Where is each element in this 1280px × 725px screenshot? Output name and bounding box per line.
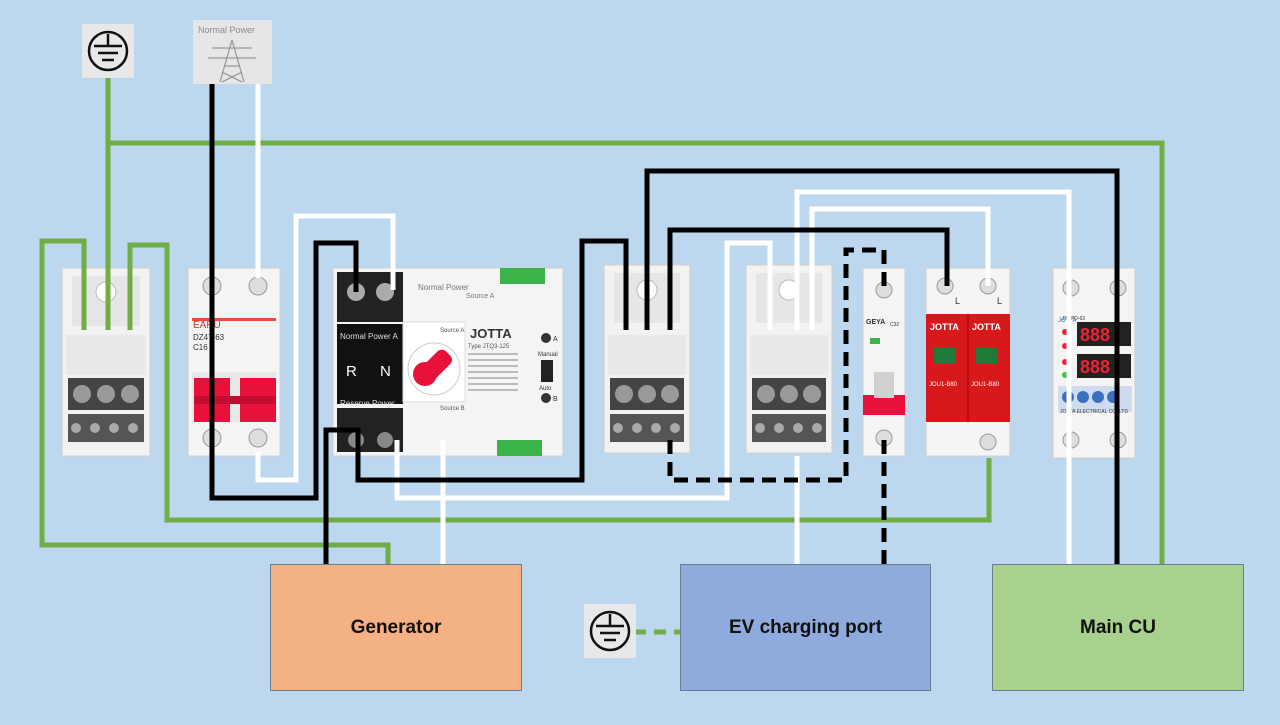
ats-reserve-label: Reserve Power bbox=[340, 399, 395, 408]
ats-normal-top: Normal Power bbox=[418, 283, 469, 292]
surge-protector: L L JOTTA JOTTA JOU1-B80 JOU1-B80 bbox=[925, 267, 1011, 457]
spd-brand-2: JOTTA bbox=[972, 322, 1001, 332]
spd-model-1: JOU1-B80 bbox=[929, 382, 958, 388]
spd-l-1: L bbox=[955, 296, 960, 306]
spd-model-2: JOU1-B80 bbox=[971, 382, 1000, 388]
dashed-live-wires bbox=[667, 247, 887, 566]
earth-wires bbox=[39, 78, 1165, 566]
rcbo-brand: GEYA bbox=[866, 319, 885, 326]
mcb-brand: EARU bbox=[193, 320, 221, 331]
volt-model: JTVPD-63 bbox=[1062, 316, 1085, 322]
ev-charging-port-box: EV charging port bbox=[680, 564, 931, 691]
main-cu-box: Main CU bbox=[992, 564, 1244, 691]
ats-n-label: N bbox=[380, 363, 391, 380]
live-wires bbox=[209, 84, 1120, 566]
volt-display-1: 888 bbox=[1080, 325, 1110, 345]
generator-box: Generator bbox=[270, 564, 522, 691]
ats-switch: Normal Power A R N Reserve Power Normal … bbox=[332, 267, 564, 457]
rcbo-rating: C32 bbox=[890, 322, 899, 328]
ats-r-label: R bbox=[346, 363, 357, 380]
mcb-rating: C16 bbox=[193, 343, 208, 352]
rcbo-breaker: GEYA C32 bbox=[862, 267, 906, 457]
ats-manual-label: Manual bbox=[538, 352, 558, 358]
neutral-wires bbox=[255, 84, 1072, 566]
volt-company: JOTTA ELECTRICAL CO.,LTD bbox=[1060, 409, 1128, 415]
ats-auto-label: Auto bbox=[539, 386, 552, 392]
ats-b-label: B bbox=[553, 396, 558, 403]
ats-a-label: A bbox=[553, 336, 558, 343]
spd-l-2: L bbox=[997, 296, 1002, 306]
earth-ground-icon bbox=[82, 24, 134, 78]
ats-source-a: Source A bbox=[440, 328, 464, 334]
ats-normal-label: Normal Power A bbox=[340, 332, 398, 341]
spd-brand-1: JOTTA bbox=[930, 322, 959, 332]
voltage-protector: JOTTA 888 888 JOTTA ELECTRICAL CO.,LTD J… bbox=[1052, 267, 1136, 459]
ats-type: Type JTQ3-125 bbox=[468, 344, 510, 350]
ats-brand: JOTTA bbox=[470, 326, 512, 341]
mcb-model: DZ47-63 bbox=[193, 333, 225, 342]
normal-power-label: Normal Power bbox=[198, 25, 255, 35]
ats-source-b: Source B bbox=[440, 406, 465, 412]
mcb-breaker: EARU DZ47-63 C16 bbox=[187, 267, 281, 457]
power-pylon-icon: Normal Power bbox=[193, 20, 272, 84]
ats-source-a-top: Source A bbox=[466, 293, 495, 300]
isolator-3 bbox=[745, 264, 833, 454]
volt-display-2: 888 bbox=[1080, 357, 1110, 377]
earth-ground-icon bbox=[584, 604, 636, 658]
